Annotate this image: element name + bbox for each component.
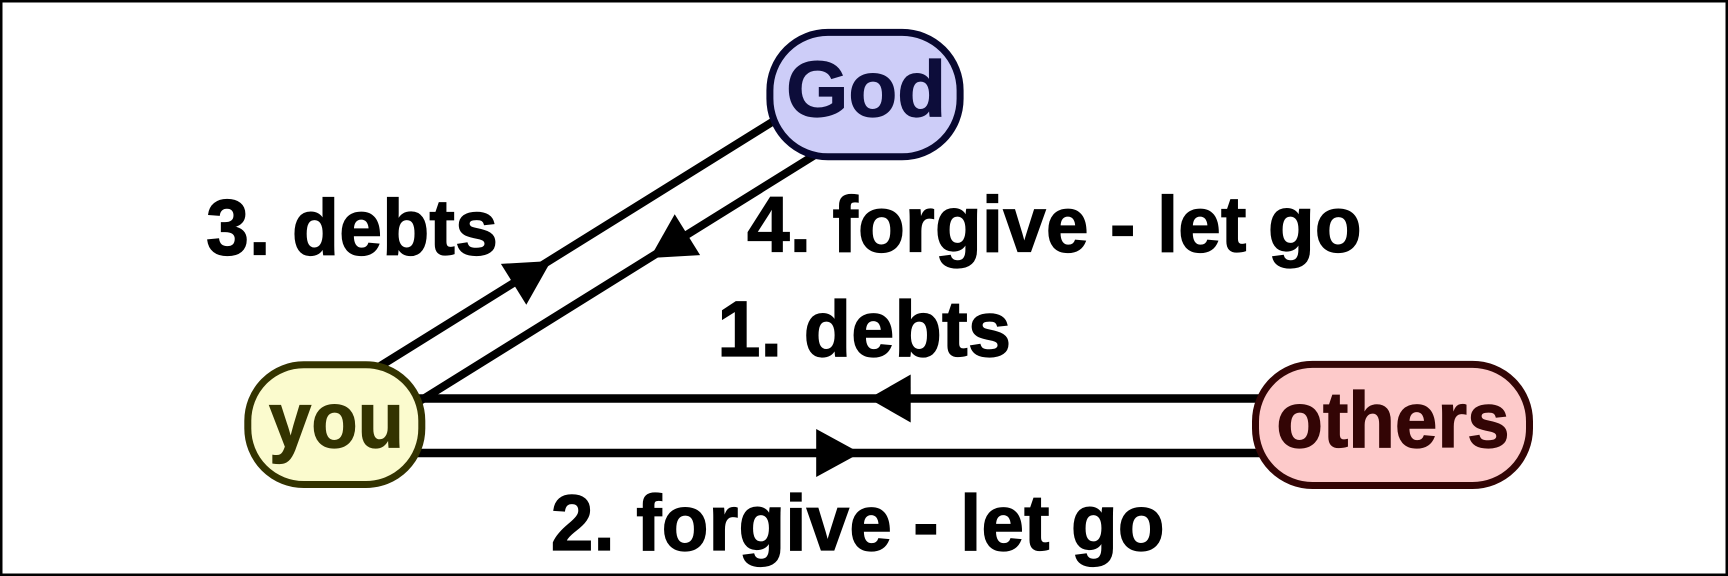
- svg-text:2. forgive - let go: 2. forgive - let go: [551, 478, 1165, 567]
- svg-text:4. forgive - let go: 4. forgive - let go: [747, 180, 1362, 269]
- svg-text:God: God: [786, 44, 946, 133]
- svg-text:you: you: [269, 375, 404, 464]
- svg-text:1. debts: 1. debts: [717, 284, 1011, 373]
- svg-text:3. debts: 3. debts: [206, 183, 498, 272]
- svg-text:others: others: [1276, 375, 1509, 464]
